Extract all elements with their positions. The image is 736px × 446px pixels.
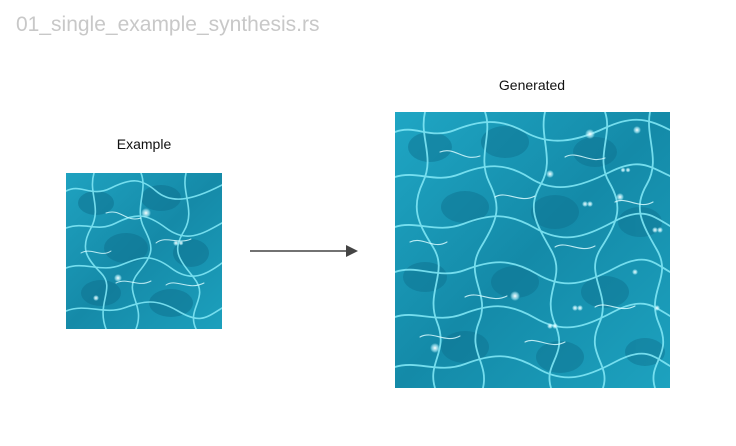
file-title: 01_single_example_synthesis.rs: [16, 13, 320, 36]
example-texture-image: [66, 173, 222, 329]
generated-texture-image: [395, 112, 670, 388]
arrow: [250, 243, 358, 259]
generated-caption: Generated: [498, 77, 566, 93]
example-caption: Example: [116, 136, 172, 152]
right-arrow-icon: [250, 245, 358, 257]
